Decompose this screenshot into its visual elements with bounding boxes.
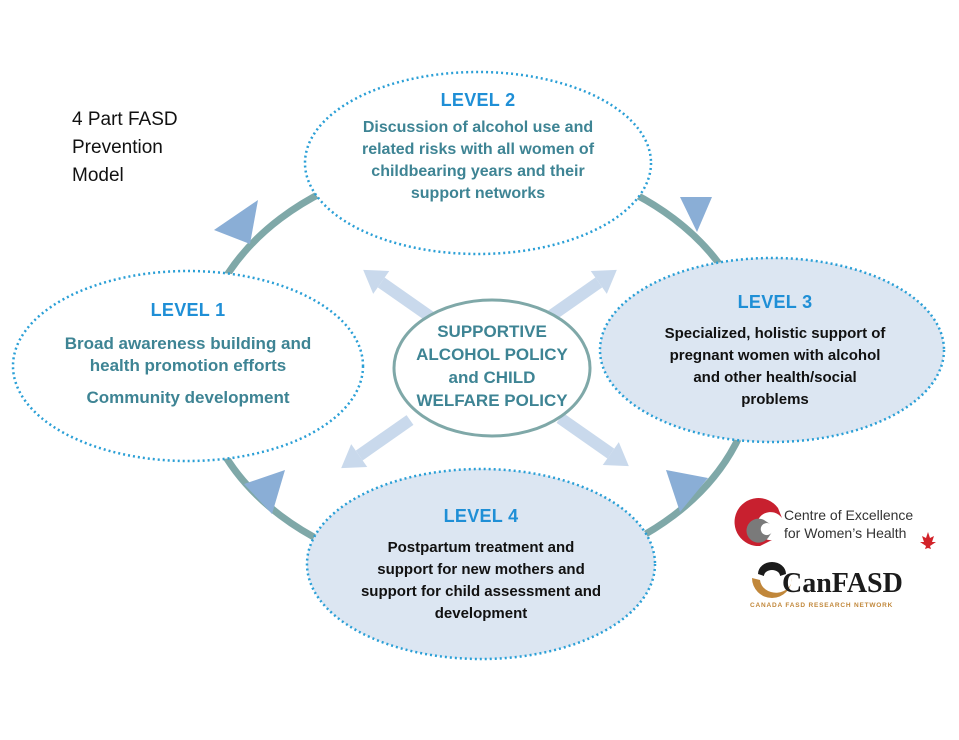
level-3-label: LEVEL 3 — [737, 292, 813, 312]
level-3-line-4: problems — [741, 391, 809, 408]
maple-leaf-icon — [920, 532, 936, 549]
level-2-line-1: Discussion of alcohol use and — [362, 119, 594, 136]
level-1-line-1: Broad awareness building and — [64, 334, 312, 353]
outward-arrow-icon — [363, 269, 436, 323]
center-policy-text: SUPPORTIVE ALCOHOL POLICY and CHILD WELF… — [416, 322, 568, 410]
model-title: 4 Part FASD Prevention Model — [72, 109, 178, 186]
level-2-line-3: childbearing years and their — [371, 163, 585, 180]
level-3-line-2: pregnant women with alcohol — [669, 347, 881, 364]
triangle-arrow-icon — [666, 470, 708, 512]
level-3-line-1: Specialized, holistic support of — [664, 325, 886, 342]
cewh-logo-text: Centre of Excellence for Women’s Health — [784, 507, 914, 541]
level-4-label: LEVEL 4 — [443, 506, 519, 526]
level-1-line-2: health promotion efforts — [89, 356, 287, 375]
canfasd-logo: CanFASD CANADA FASD RESEARCH NETWORK — [748, 566, 928, 616]
outward-arrow-icon — [544, 269, 617, 323]
level-2-text: LEVEL 2 Discussion of alcohol use and re… — [318, 90, 638, 205]
level-3-text: LEVEL 3 Specialized, holistic support of… — [620, 292, 930, 411]
outward-arrow-icon — [341, 415, 414, 469]
level-4-line-3: support for child assessment and — [360, 583, 602, 600]
level-1-label: LEVEL 1 — [150, 300, 226, 320]
level-1-ellipse — [11, 269, 365, 463]
triangle-arrow-icon — [680, 197, 712, 232]
level-2-ellipse — [303, 70, 653, 256]
level-4-ellipse — [305, 467, 657, 661]
level-3-ellipse — [598, 256, 946, 444]
center-ellipse — [392, 298, 592, 438]
level-2-line-2: related risks with all women of — [361, 141, 595, 158]
level-4-line-1: Postpartum treatment and — [387, 539, 575, 556]
level-4-text: LEVEL 4 Postpartum treatment and support… — [326, 506, 636, 625]
cewh-logo-mark — [734, 498, 936, 549]
canfasd-logo-name: CanFASD — [782, 568, 903, 599]
level-1-text: LEVEL 1 Broad awareness building and hea… — [28, 300, 348, 409]
level-4-line-2: support for new mothers and — [377, 561, 585, 578]
canfasd-logo-subtitle: CANADA FASD RESEARCH NETWORK — [750, 602, 894, 609]
outward-arrow-icon — [556, 413, 629, 467]
level-1-line-3: Community development — [86, 388, 290, 407]
level-2-line-4: support networks — [410, 185, 546, 202]
canfasd-logo-mark — [752, 562, 793, 598]
triangle-arrow-icon — [244, 470, 285, 514]
cycle-arrows — [214, 197, 712, 514]
level-2-label: LEVEL 2 — [440, 90, 516, 110]
triangle-arrow-icon — [214, 200, 258, 244]
level-4-line-4: development — [434, 605, 528, 622]
level-3-line-3: and other health/social — [693, 369, 857, 386]
cewh-logo: Centre of Excellence for Women’s Health — [726, 498, 951, 556]
radial-arrows — [341, 269, 629, 469]
